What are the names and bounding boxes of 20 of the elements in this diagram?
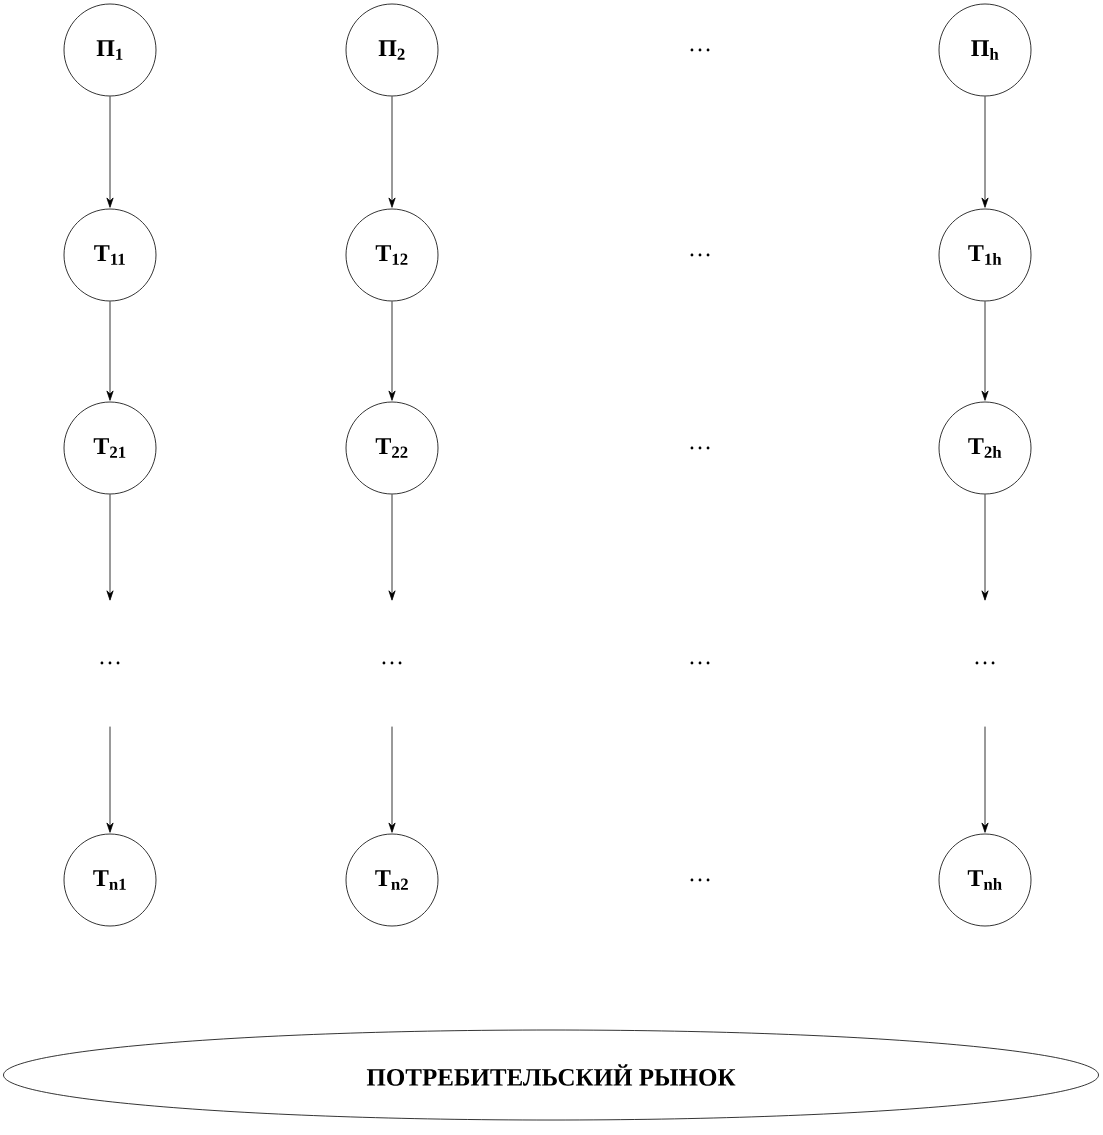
arrow — [388, 96, 396, 208]
arrow — [106, 494, 114, 601]
ellipsis: … — [975, 661, 995, 665]
ellipsis: … — [690, 48, 710, 52]
arrow — [981, 301, 989, 401]
ellipsis: … — [690, 661, 710, 665]
arrow — [388, 494, 396, 601]
ellipsis: … — [690, 253, 710, 257]
arrow — [106, 96, 114, 208]
arrow — [388, 726, 396, 833]
arrow — [981, 726, 989, 833]
ellipsis: … — [382, 661, 402, 665]
ellipsis: … — [690, 446, 710, 450]
ellipsis: … — [100, 661, 120, 665]
arrow — [981, 494, 989, 601]
arrow — [981, 96, 989, 208]
arrow — [388, 301, 396, 401]
arrow — [106, 301, 114, 401]
arrow — [106, 726, 114, 833]
ellipsis: … — [690, 878, 710, 882]
